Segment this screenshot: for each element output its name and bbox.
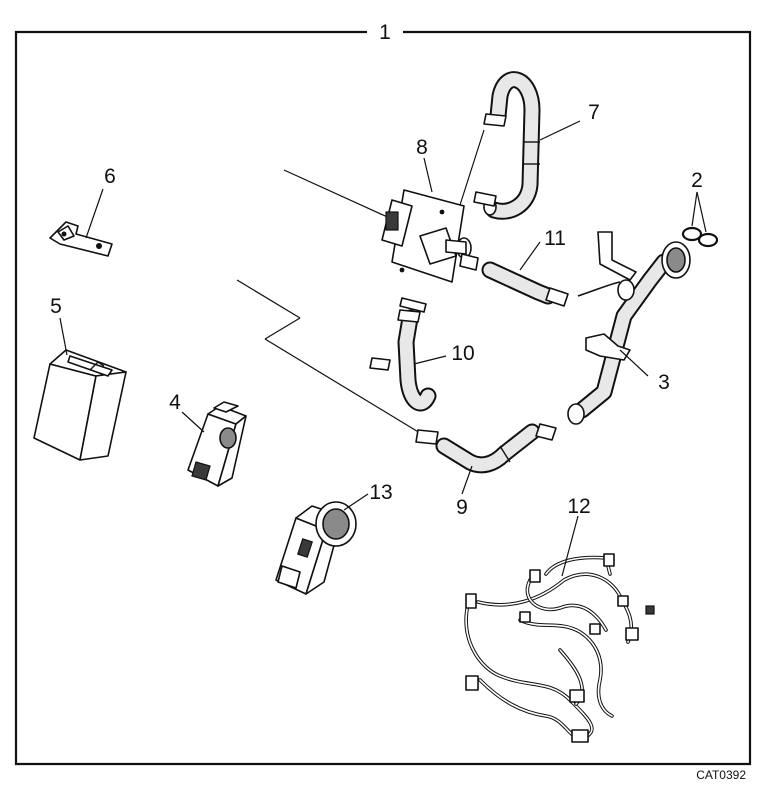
kit-frame (14, 30, 752, 766)
assembly-guide-lines (236, 129, 485, 434)
part-7-hose (473, 71, 541, 220)
callout-5: 5 (50, 295, 62, 318)
part-11-hose (459, 253, 569, 307)
callout-4: 4 (169, 391, 181, 414)
part-12-wiring-harness (464, 553, 655, 743)
callout-6: 6 (104, 165, 116, 188)
part-2-o-rings (681, 226, 719, 248)
part-5-housing-box (33, 349, 127, 461)
part-9-hose (415, 423, 557, 474)
catalog-code: CAT0392 (696, 768, 746, 782)
part-13-valve-block (275, 501, 357, 595)
callout-9: 9 (456, 496, 468, 519)
part-8-control-valve (381, 189, 472, 313)
callout-7: 7 (588, 101, 600, 124)
callout-8: 8 (416, 136, 428, 159)
callout-11: 11 (544, 227, 566, 250)
callout-13: 13 (369, 481, 392, 504)
callout-3: 3 (658, 371, 670, 394)
part-4-expansion-valve (187, 401, 247, 487)
part-3-pipe (567, 231, 691, 425)
callout-12: 12 (567, 495, 590, 518)
kit-callout-1: 1 (379, 21, 391, 44)
part-6-bracket (49, 221, 113, 257)
callout-10: 10 (451, 342, 474, 365)
callout-2: 2 (691, 169, 703, 192)
part-10-hose (369, 309, 437, 412)
